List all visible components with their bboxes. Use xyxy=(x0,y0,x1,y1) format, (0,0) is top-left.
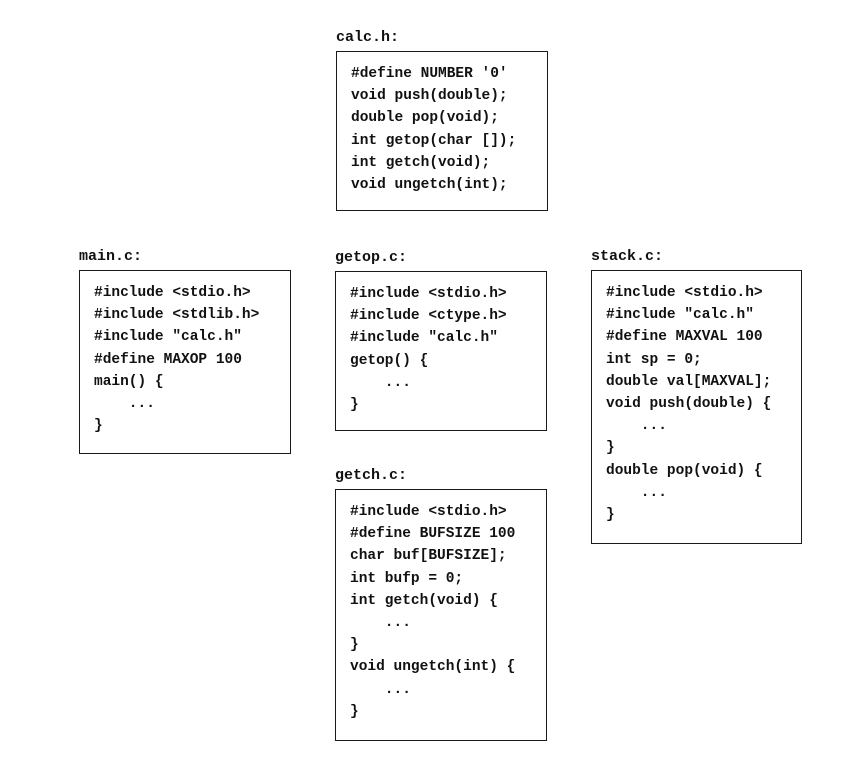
code-line: } xyxy=(350,703,359,720)
code-line: double pop(void); xyxy=(351,110,499,127)
code-line: ... xyxy=(350,374,411,391)
code-line: ... xyxy=(350,614,411,631)
code-line: #include <stdio.h> xyxy=(606,285,763,301)
code-line: #include "calc.h" xyxy=(94,329,242,346)
code-line: ... xyxy=(350,681,411,698)
code-line: getop() { xyxy=(350,352,429,369)
code-line: #include <ctype.h> xyxy=(350,308,507,325)
code-box-calc-h: #define NUMBER '0' void push(double); do… xyxy=(336,51,548,211)
code-line: int sp = 0; xyxy=(606,351,702,368)
code-line: #include "calc.h" xyxy=(606,307,754,324)
code-line: ... xyxy=(606,418,667,435)
code-line: #define MAXOP 100 xyxy=(94,351,242,368)
code-line: #define MAXVAL 100 xyxy=(606,329,763,346)
code-line: ... xyxy=(94,395,155,412)
code-line: #include <stdio.h> xyxy=(350,504,507,520)
file-label-stack-c: stack.c: xyxy=(591,248,664,265)
code-line: double pop(void) { xyxy=(606,462,763,479)
code-line: void ungetch(int) { xyxy=(350,659,516,676)
code-line: } xyxy=(94,418,103,435)
code-line: } xyxy=(606,506,615,523)
code-line: int getch(void); xyxy=(351,154,491,171)
file-label-getch-c: getch.c: xyxy=(335,467,408,484)
code-box-stack-c: #include <stdio.h> #include "calc.h" #de… xyxy=(591,270,802,544)
code-line: #define BUFSIZE 100 xyxy=(350,526,516,543)
file-label-getop-c: getop.c: xyxy=(335,249,408,266)
code-box-getch-c: #include <stdio.h> #define BUFSIZE 100 c… xyxy=(335,489,547,741)
code-line: void ungetch(int); xyxy=(351,176,508,193)
file-label-calc-h: calc.h: xyxy=(336,29,400,46)
code-line: int bufp = 0; xyxy=(350,570,464,587)
code-line: double val[MAXVAL]; xyxy=(606,373,772,390)
code-line: #include <stdlib.h> xyxy=(94,307,260,324)
file-label-main-c: main.c: xyxy=(79,248,143,265)
code-line: #include <stdio.h> xyxy=(94,285,251,301)
code-box-main-c: #include <stdio.h> #include <stdlib.h> #… xyxy=(79,270,291,454)
code-box-getop-c: #include <stdio.h> #include <ctype.h> #i… xyxy=(335,271,547,431)
code-line: void push(double); xyxy=(351,88,508,105)
code-line: } xyxy=(606,440,615,457)
code-line: void push(double) { xyxy=(606,395,772,412)
code-line: #define NUMBER '0' xyxy=(351,66,508,82)
code-line: ... xyxy=(606,484,667,501)
code-line: int getch(void) { xyxy=(350,592,498,609)
code-line: main() { xyxy=(94,373,164,390)
code-line: char buf[BUFSIZE]; xyxy=(350,548,507,565)
code-line: #include "calc.h" xyxy=(350,330,498,347)
code-line: #include <stdio.h> xyxy=(350,286,507,302)
code-line: int getop(char []); xyxy=(351,132,517,149)
code-line: } xyxy=(350,637,359,654)
code-line: } xyxy=(350,396,359,413)
